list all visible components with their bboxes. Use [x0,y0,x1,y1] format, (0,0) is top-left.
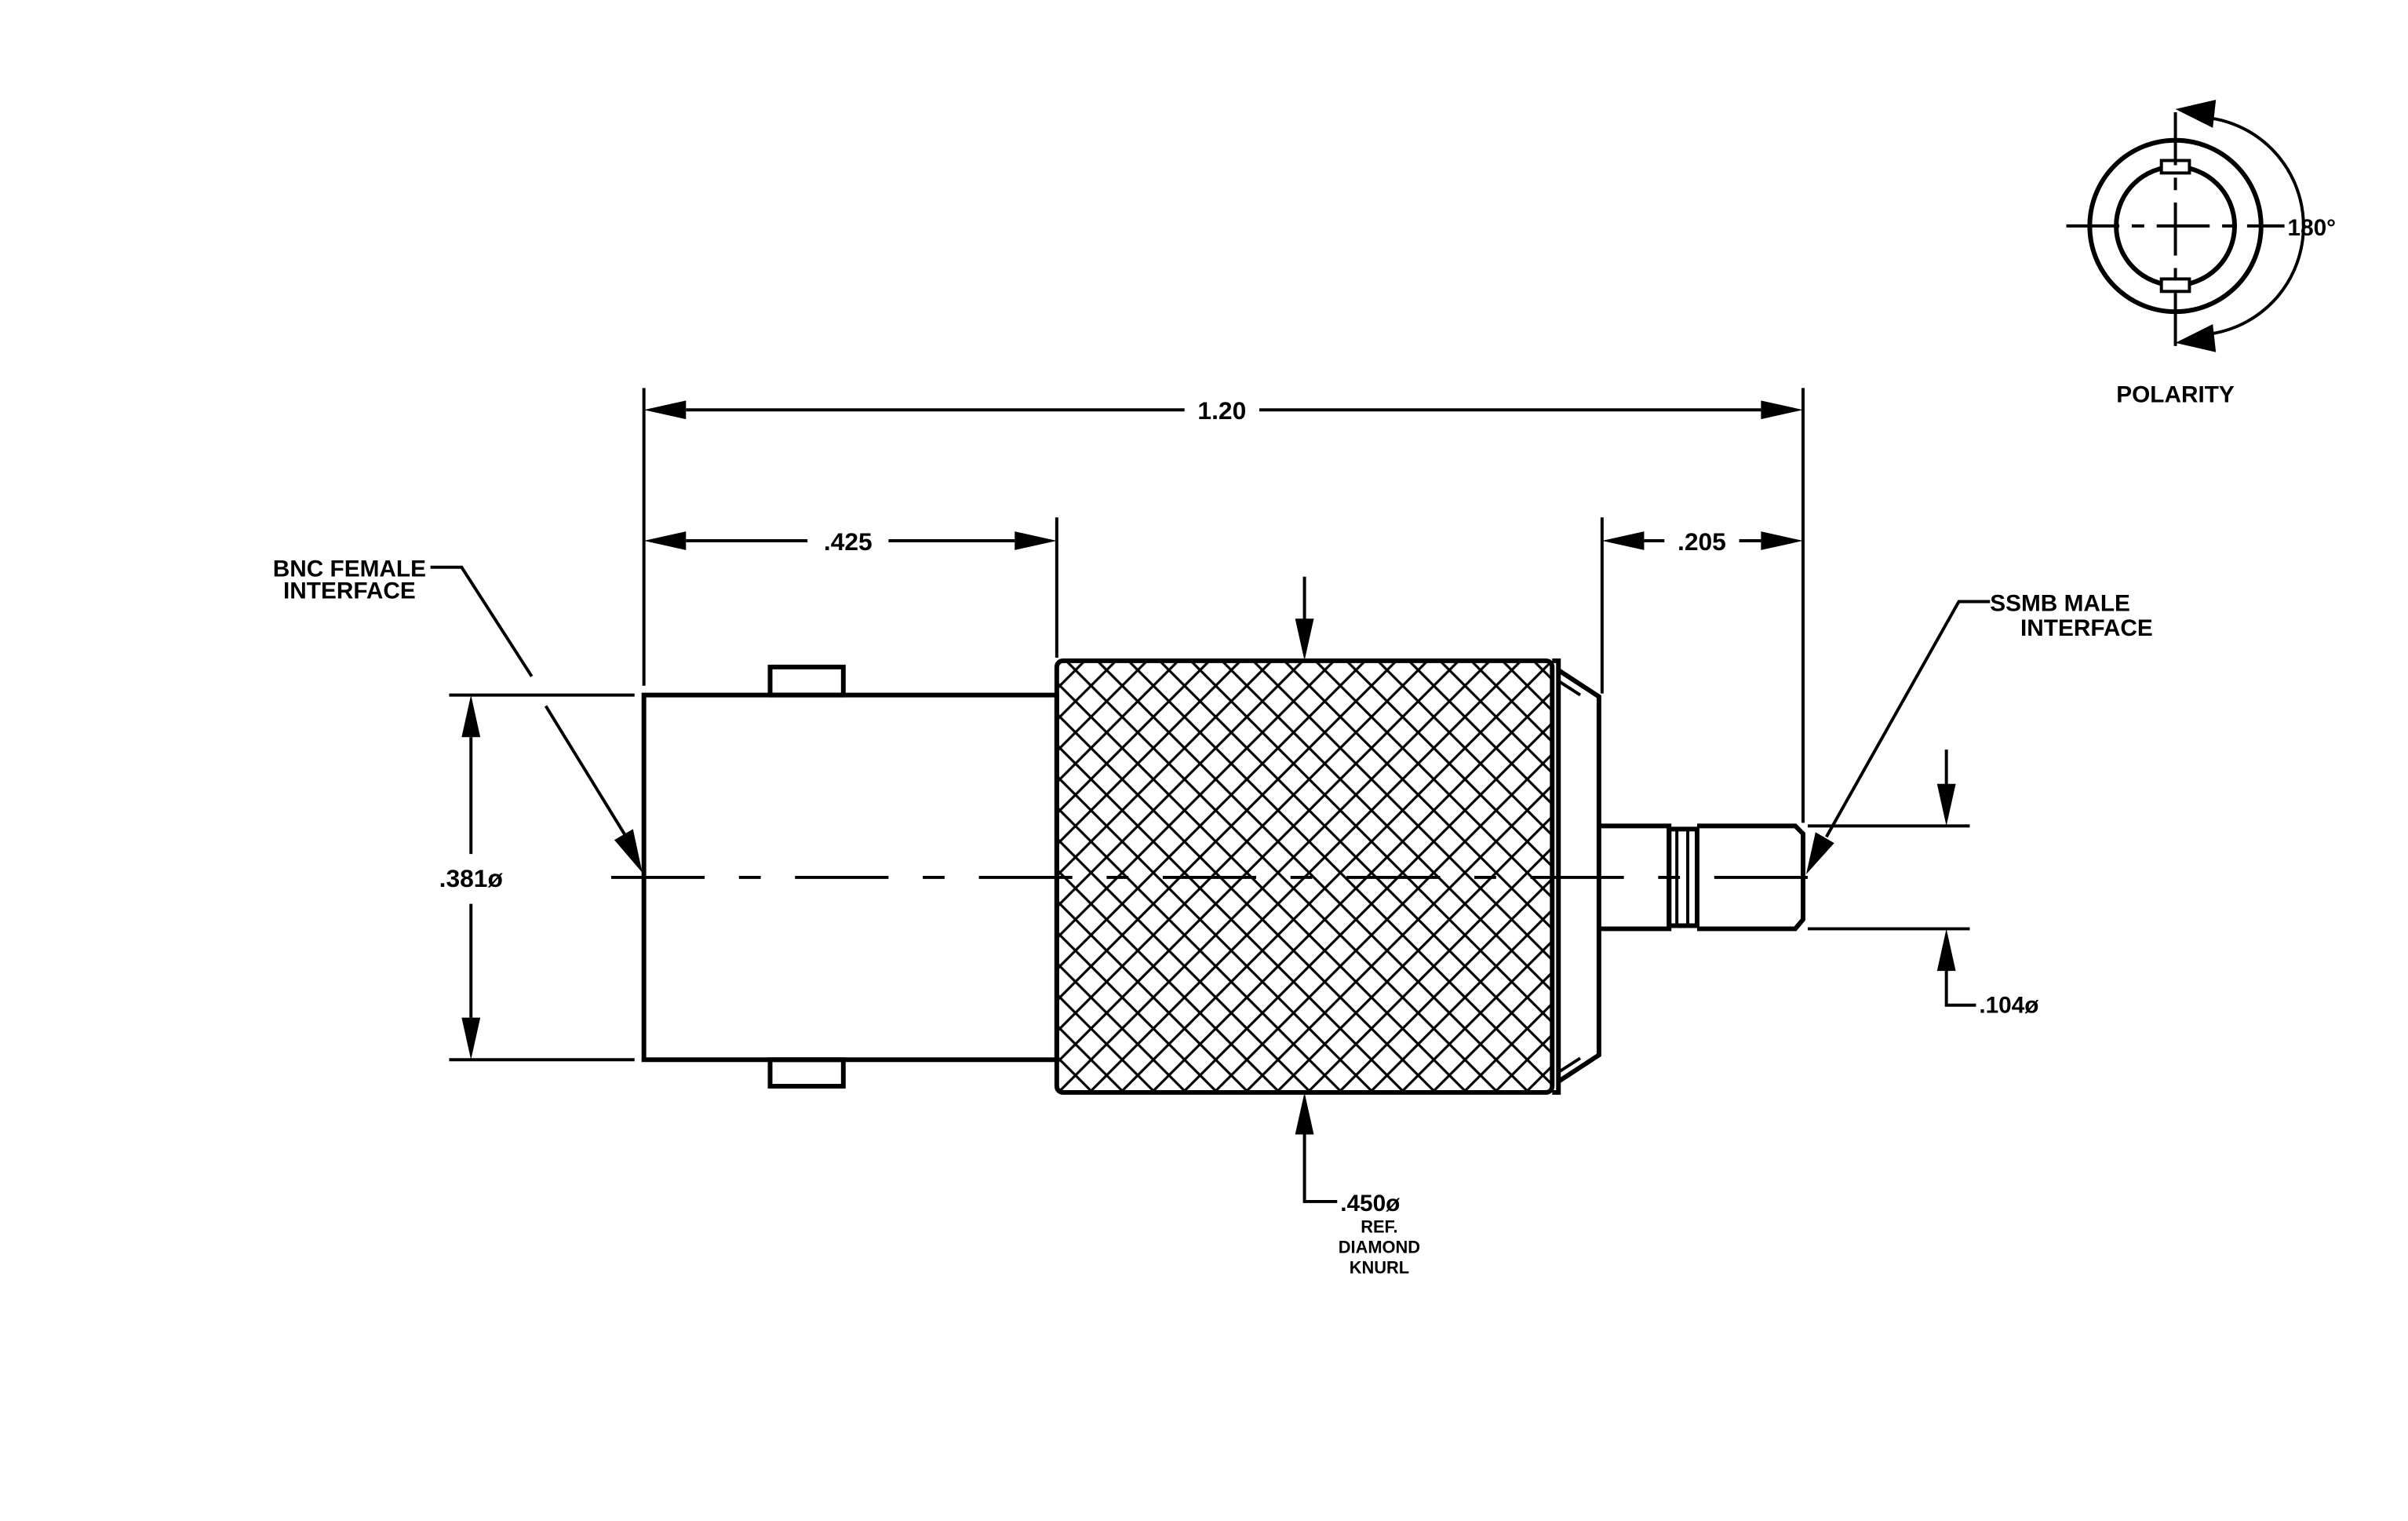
ssmb-callout-line-1: SSMB MALE [1990,590,2130,616]
overall-length-label: 1.20 [1197,396,1246,425]
knurl-note-1: REF. [1361,1217,1397,1237]
dimension-overall-length: 1.20 [642,388,1805,823]
bnc-diameter-label: .381ø [439,864,504,892]
polarity-angle-label: 180° [2288,215,2337,241]
bnc-callout-line-2: INTERFACE [283,578,416,604]
bnc-callout-line-1: BNC FEMALE [273,556,426,582]
dimension-ssmb-length: .205 [1600,517,1803,694]
polarity-rotation-arc [2212,116,2305,335]
polarity-view: 180° POLARITY [2066,100,2337,407]
dimension-bnc-length: .425 [643,517,1058,658]
bayonet-stud-bottom [767,1057,846,1089]
connector-body [610,658,1839,1095]
polarity-label: POLARITY [2116,381,2235,407]
callout-ssmb-interface: SSMB MALE INTERFACE [1805,590,2153,874]
dimension-bnc-diameter: .381ø [439,693,635,1062]
dimension-knurl-diameter: .450ø REF. DIAMOND KNURL [1295,576,1420,1277]
bnc-length-label: .425 [824,527,872,556]
knurl-diameter-label: .450ø [1340,1191,1401,1216]
bayonet-stud-top [767,664,846,698]
knurl-note-2: DIAMOND [1339,1237,1420,1257]
pin-diameter-label: .104ø [1979,993,2039,1019]
dimension-pin-diameter: .104ø [1807,750,2039,1019]
polarity-key-bottom [2159,277,2191,294]
ssmb-length-label: .205 [1678,527,1726,556]
callout-bnc-interface: BNC FEMALE INTERFACE [273,556,643,873]
ssmb-callout-line-2: INTERFACE [2020,615,2153,641]
knurl-note-3: KNURL [1350,1257,1409,1277]
